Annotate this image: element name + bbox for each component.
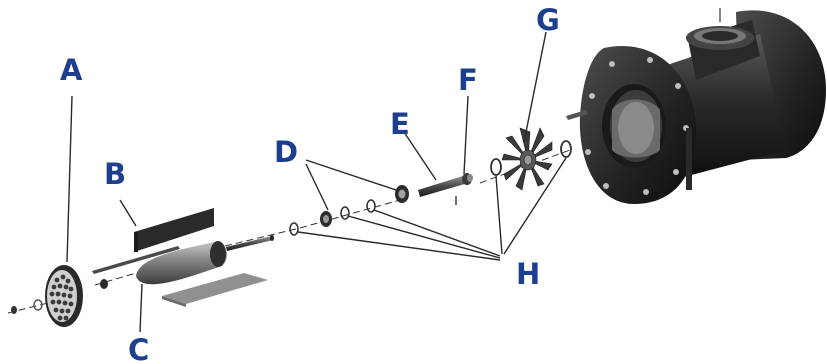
callout-e: E xyxy=(390,107,410,141)
leader-b xyxy=(119,199,137,227)
assembly-axis xyxy=(7,149,571,314)
lower-plate xyxy=(162,273,268,307)
part-b-vanes xyxy=(92,208,214,274)
part-g-rotor xyxy=(501,127,553,191)
meter-body xyxy=(566,8,826,205)
leader-g xyxy=(523,31,547,143)
leader-h4 xyxy=(495,175,503,255)
end-washer xyxy=(11,299,43,314)
part-c-hub-cone xyxy=(136,235,274,285)
leader-h3 xyxy=(373,209,501,257)
part-a-flow-straightener xyxy=(45,265,83,327)
leader-h5 xyxy=(503,157,567,255)
callout-c: C xyxy=(128,333,149,364)
leader-c xyxy=(139,283,143,333)
leader-a xyxy=(66,95,73,263)
part-e-f-shaft xyxy=(418,173,473,205)
callout-h: H xyxy=(516,257,540,291)
leader-d1 xyxy=(305,163,329,211)
callout-f: F xyxy=(458,63,478,97)
part-h-retaining-rings xyxy=(289,140,572,236)
leader-f xyxy=(463,95,469,175)
retaining-nut xyxy=(100,279,108,289)
callout-a: A xyxy=(60,53,83,87)
leader-lines xyxy=(66,31,567,333)
callout-d: D xyxy=(274,135,298,169)
callout-b: B xyxy=(104,157,126,191)
part-d-bearings xyxy=(320,185,409,227)
leader-d2 xyxy=(305,159,397,191)
callout-g: G xyxy=(536,3,560,37)
leader-h2 xyxy=(347,215,501,259)
leader-e xyxy=(403,131,437,181)
leader-h1 xyxy=(297,231,501,261)
